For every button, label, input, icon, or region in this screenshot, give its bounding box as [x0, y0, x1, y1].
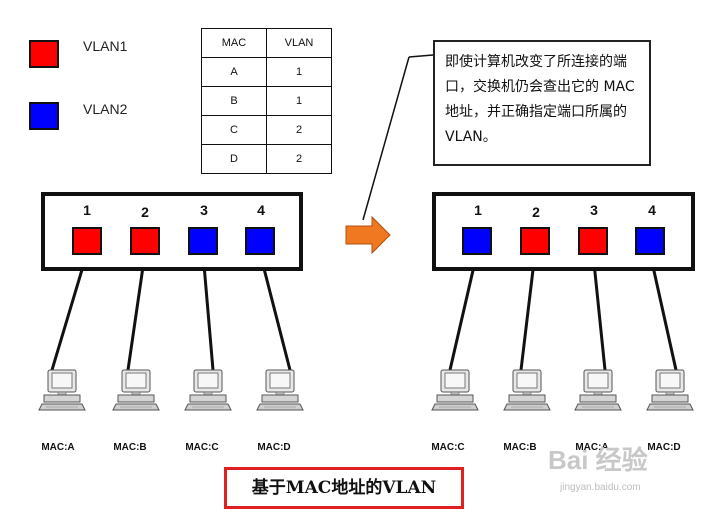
- callout-note: 即使计算机改变了所连接的端口，交换机仍会查出它的 MAC 地址，并正确指定端口所…: [433, 40, 651, 166]
- desktop-computer-icon: [431, 369, 479, 411]
- table-cell-vlan: 2: [266, 144, 332, 174]
- table-row: A 1: [201, 57, 332, 87]
- orange-right-arrow-icon: [345, 215, 391, 255]
- right-mac-label: MAC:D: [647, 442, 681, 453]
- left-mac-label: MAC:C: [185, 442, 219, 453]
- cable-line: [201, 252, 215, 371]
- right-mac-label: MAC:B: [503, 442, 537, 453]
- right-port-3: [578, 227, 608, 255]
- right-port-number-3: 3: [590, 202, 598, 218]
- desktop-computer-icon: [112, 369, 160, 411]
- cable-line: [591, 252, 607, 371]
- table-cell-mac: B: [201, 86, 267, 116]
- baidu-watermark-url: jingyan.baidu.com: [560, 482, 641, 493]
- right-port-number-2: 2: [532, 204, 540, 220]
- left-port-3: [188, 227, 218, 255]
- diagram-caption: 基于MAC地址的VLAN: [224, 467, 464, 509]
- right-port-number-4: 4: [648, 202, 656, 218]
- callout-pointer-line: [408, 54, 434, 58]
- left-mac-label: MAC:D: [257, 442, 291, 453]
- left-mac-label: MAC:B: [113, 442, 147, 453]
- right-port-2: [520, 227, 550, 255]
- cable-line: [648, 252, 678, 371]
- mac-vlan-table: MAC VLAN A 1 B 1 C 2 D 2: [201, 28, 332, 174]
- callout-pointer-line: [362, 56, 410, 221]
- cable-line: [448, 252, 479, 371]
- cable-line: [50, 252, 89, 371]
- desktop-computer-icon: [184, 369, 232, 411]
- cable-line: [126, 252, 147, 371]
- right-port-number-1: 1: [474, 202, 482, 218]
- left-port-2: [130, 227, 160, 255]
- desktop-computer-icon: [646, 369, 694, 411]
- desktop-computer-icon: [574, 369, 622, 411]
- left-port-number-3: 3: [200, 202, 208, 218]
- left-port-number-2: 2: [141, 204, 149, 220]
- table-cell-mac: C: [201, 115, 267, 145]
- vlan1-legend-label: VLAN1: [83, 38, 128, 54]
- right-mac-label: MAC:A: [575, 442, 609, 453]
- vlan2-legend-swatch: [29, 102, 59, 130]
- cable-line: [258, 252, 292, 371]
- right-port-1: [462, 227, 492, 255]
- left-port-number-4: 4: [257, 202, 265, 218]
- desktop-computer-icon: [256, 369, 304, 411]
- baidu-watermark-logo: Bai 经验: [548, 445, 648, 475]
- cable-line: [519, 252, 537, 371]
- left-port-number-1: 1: [83, 202, 91, 218]
- left-port-1: [72, 227, 102, 255]
- table-cell-mac: D: [201, 144, 267, 174]
- vlan2-legend-label: VLAN2: [83, 101, 128, 117]
- left-mac-label: MAC:A: [41, 442, 75, 453]
- table-row: C 2: [201, 115, 332, 145]
- table-header-row: MAC VLAN: [201, 28, 332, 58]
- right-port-4: [635, 227, 665, 255]
- desktop-computer-icon: [38, 369, 86, 411]
- vlan1-legend-swatch: [29, 40, 59, 68]
- desktop-computer-icon: [503, 369, 551, 411]
- left-port-4: [245, 227, 275, 255]
- table-header-vlan: VLAN: [266, 28, 332, 58]
- table-row: D 2: [201, 144, 332, 174]
- right-mac-label: MAC:C: [431, 442, 465, 453]
